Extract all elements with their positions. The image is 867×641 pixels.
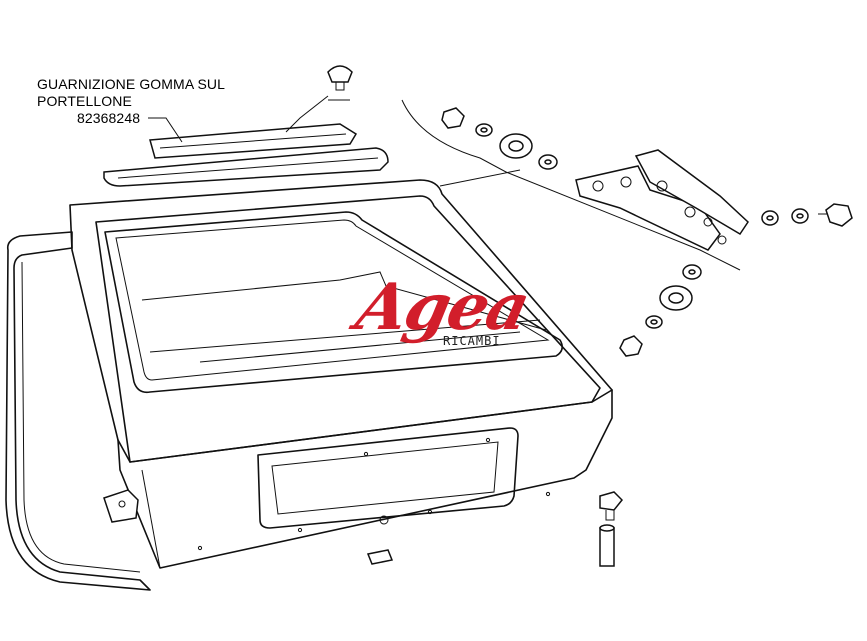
upper-fasteners [441, 107, 558, 170]
rubber-seal [103, 123, 389, 187]
callout-line-2: PORTELLONE [37, 93, 132, 109]
hinge-assembly [401, 99, 749, 271]
lower-fasteners [619, 264, 702, 357]
callout-leader [148, 117, 183, 143]
lock-bracket [366, 549, 394, 565]
spacer-sleeve [599, 524, 615, 567]
striker-plate [103, 489, 139, 523]
watermark-subtitle: RICAMBI [443, 334, 501, 348]
right-fasteners [761, 203, 853, 227]
stud-bolt [599, 491, 624, 521]
body-opening [5, 231, 151, 591]
clip-fastener [285, 65, 353, 133]
part-number: 82368248 [77, 110, 141, 126]
callout-line-1: GUARNIZIONE GOMMA SUL [37, 76, 226, 92]
part-callout: GUARNIZIONE GOMMA SUL PORTELLONE 8236824… [37, 76, 225, 127]
tailgate-frame [69, 179, 613, 569]
